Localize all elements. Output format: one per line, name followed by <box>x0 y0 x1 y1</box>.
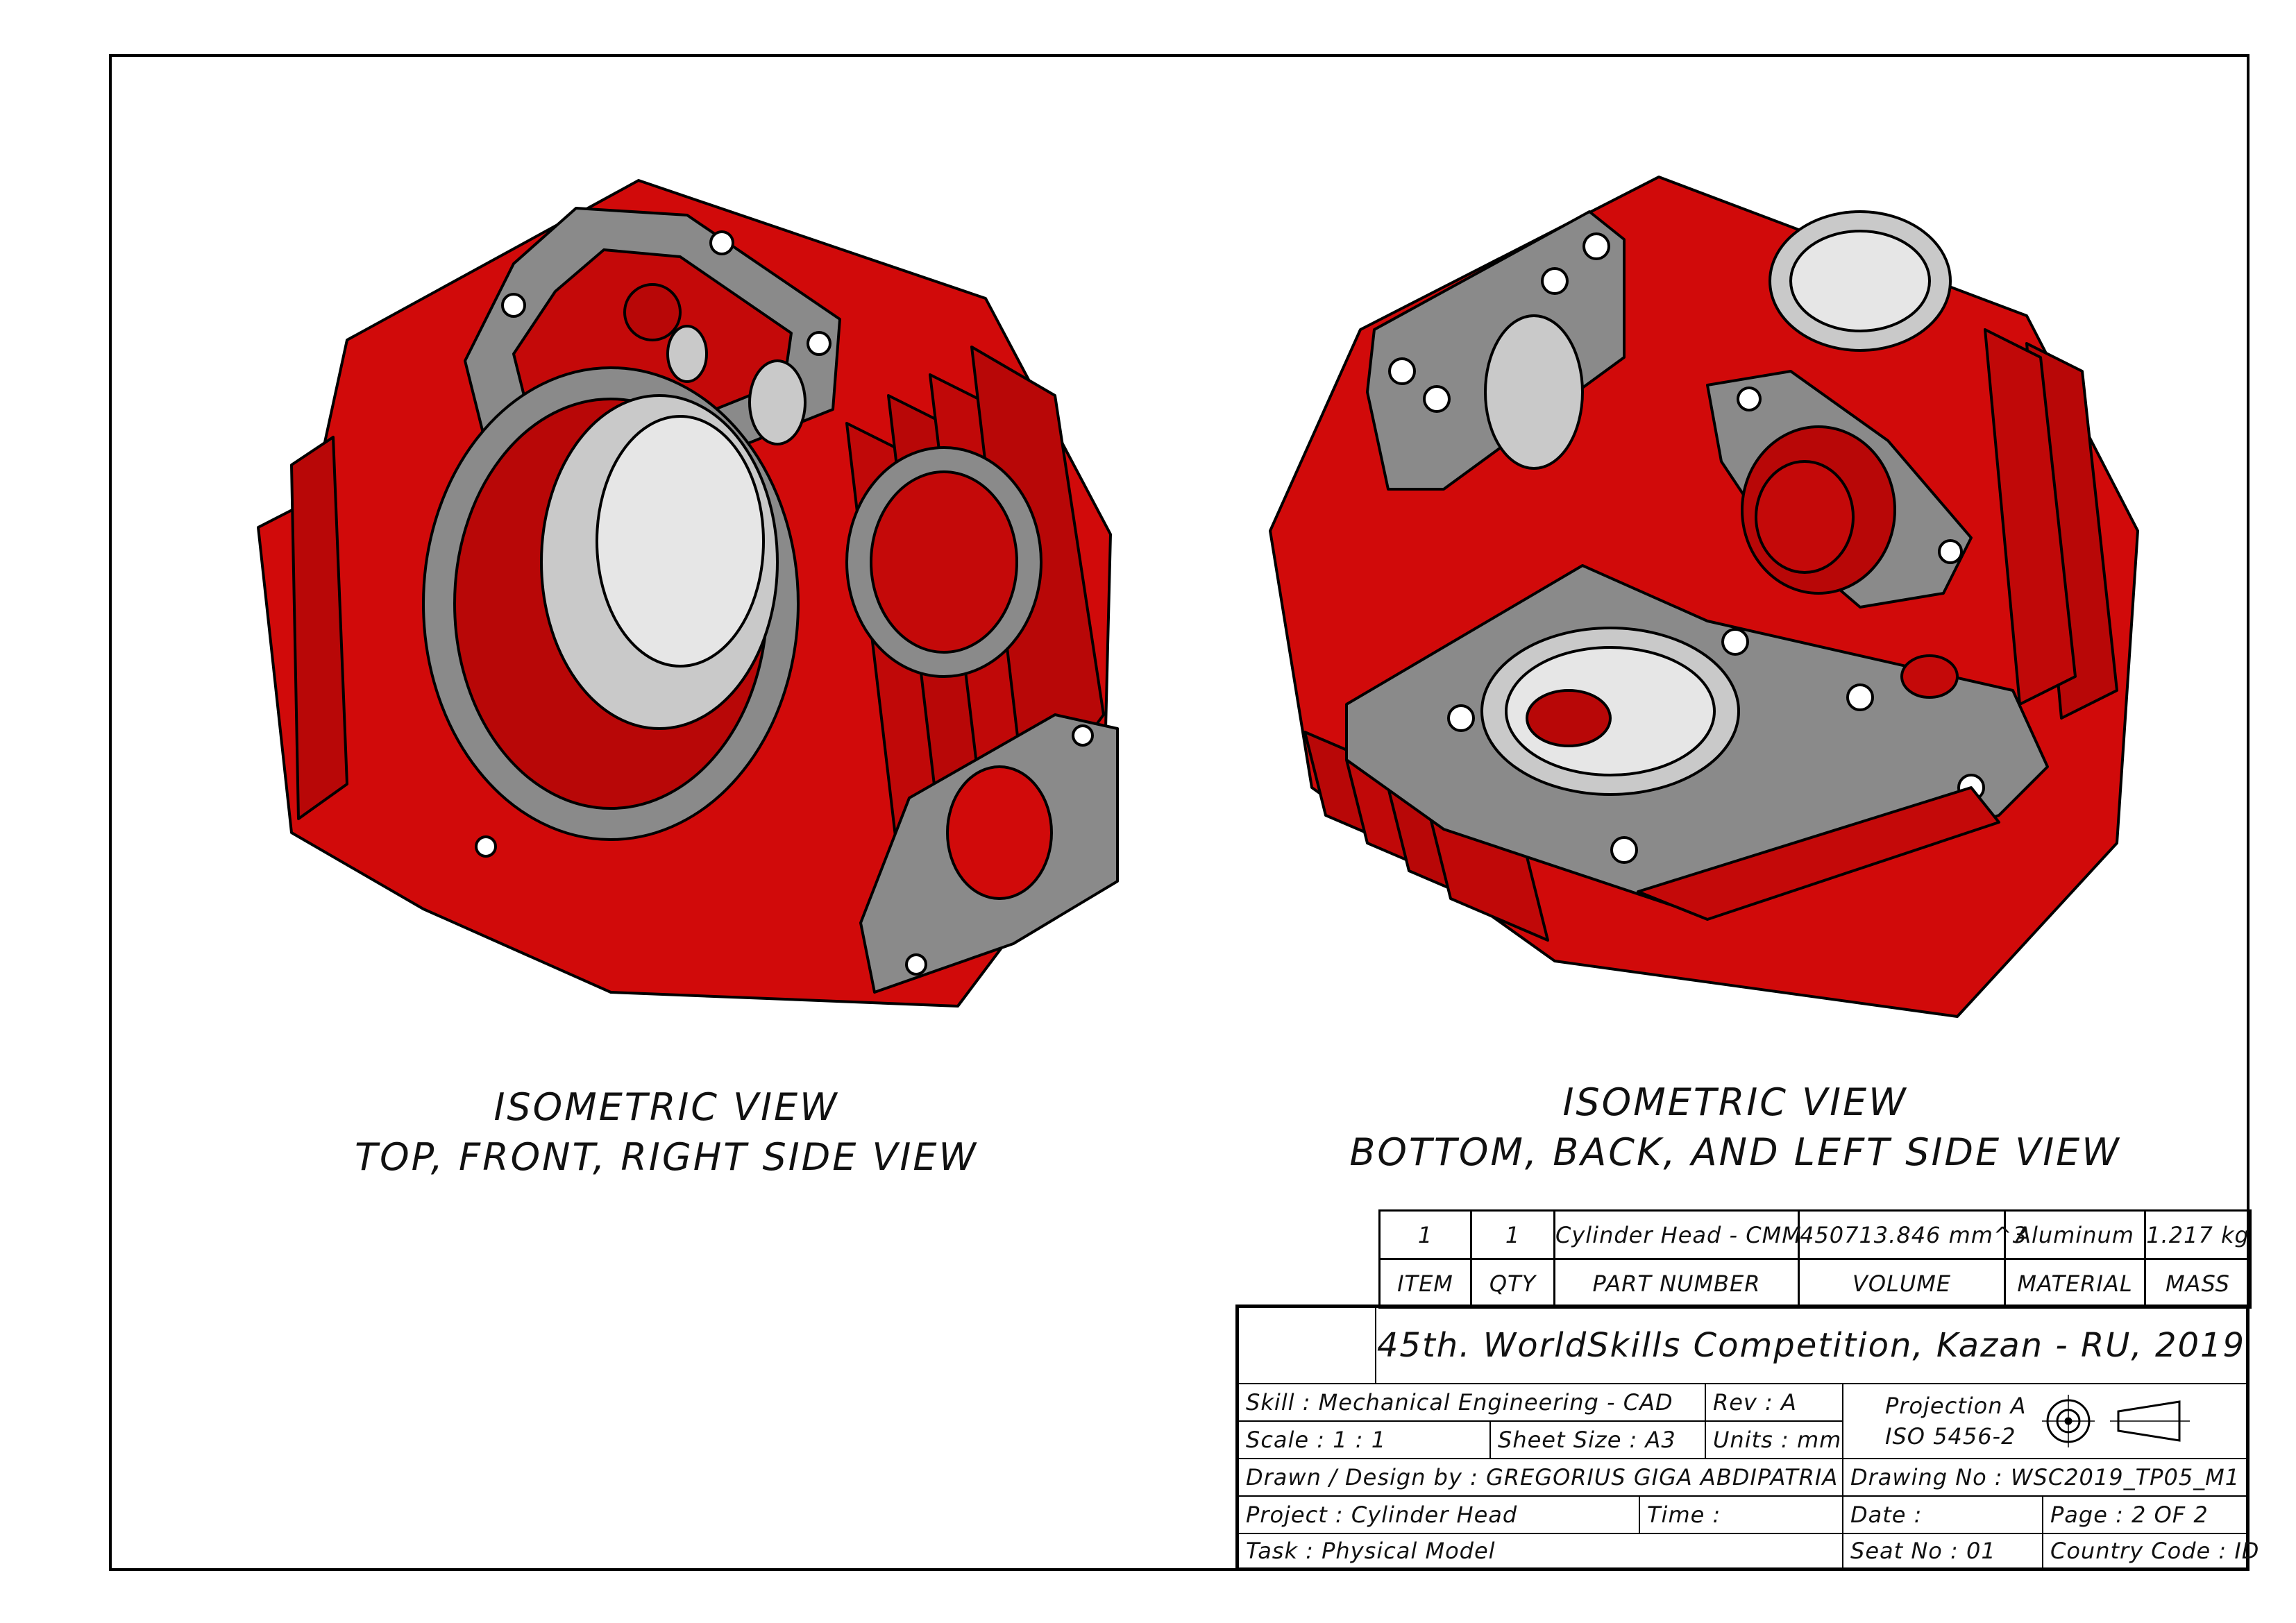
time-field: Time : <box>1639 1495 1843 1534</box>
sheet-size-field: Sheet Size : A3 <box>1489 1420 1706 1459</box>
caption-right-line2: BOTTOM, BACK, AND LEFT SIDE VIEW <box>1349 1130 2121 1174</box>
title-block: 45th. WorldSkills Competition, Kazan - R… <box>1235 1305 2259 1571</box>
drawing-number-field: Drawing No : WSC2019_TP05_M1 <box>1842 1458 2247 1497</box>
bom-data-row: 1 1 Cylinder Head - CMM 450713.846 mm^3 … <box>1378 1209 2252 1260</box>
bom-header-volume: VOLUME <box>1798 1258 2006 1309</box>
bom-header-mass: MASS <box>2144 1258 2252 1309</box>
skill-field: Skill : Mechanical Engineering - CAD <box>1238 1383 1706 1422</box>
isometric-view-bottom-back-left <box>1269 176 2139 1018</box>
projection-field: Projection A ISO 5456-2 <box>1842 1383 2247 1459</box>
scale-field: Scale : 1 : 1 <box>1238 1420 1491 1459</box>
bom-mass: 1.217 kg <box>2144 1209 2252 1260</box>
page-field: Page : 2 OF 2 <box>2042 1495 2247 1534</box>
caption-right-line1: ISOMETRIC VIEW <box>1562 1080 1908 1124</box>
first-angle-projection-symbol <box>2041 1395 2190 1447</box>
caption-left-line1: ISOMETRIC VIEW <box>493 1085 839 1129</box>
isometric-view-top-front-right <box>257 179 1119 1008</box>
projection-label: Projection A <box>1885 1393 2027 1419</box>
bom-header-row: ITEM QTY PART NUMBER VOLUME MATERIAL MAS… <box>1378 1258 2252 1309</box>
country-code-field: Country Code : ID <box>2042 1533 2259 1569</box>
rev-field: Rev : A <box>1705 1383 1843 1422</box>
bom-part-number: Cylinder Head - CMM <box>1553 1209 1801 1260</box>
bom-header-qty: QTY <box>1470 1258 1555 1309</box>
seat-number-field: Seat No : 01 <box>1842 1533 2043 1569</box>
competition-title: 45th. WorldSkills Competition, Kazan - R… <box>1375 1307 2247 1384</box>
bom-volume: 450713.846 mm^3 <box>1798 1209 2027 1260</box>
bom-header-material: MATERIAL <box>2004 1258 2146 1309</box>
task-field: Task : Physical Model <box>1238 1533 1843 1569</box>
project-field: Project : Cylinder Head <box>1238 1495 1640 1534</box>
logo-cell <box>1238 1307 1376 1384</box>
projection-standard: ISO 5456-2 <box>1885 1423 2016 1450</box>
units-field: Units : mm <box>1705 1420 1843 1459</box>
bom-qty: 1 <box>1470 1209 1555 1260</box>
bill-of-materials: 1 1 Cylinder Head - CMM 450713.846 mm^3 … <box>1378 1209 2252 1309</box>
drawn-by-field: Drawn / Design by : GREGORIUS GIGA ABDIP… <box>1238 1458 1843 1497</box>
date-field: Date : <box>1842 1495 2043 1534</box>
bom-header-part-number: PART NUMBER <box>1553 1258 1800 1309</box>
caption-left-view: ISOMETRIC VIEW TOP, FRONT, RIGHT SIDE VI… <box>326 1082 1006 1182</box>
caption-right-view: ISOMETRIC VIEW BOTTOM, BACK, AND LEFT SI… <box>1319 1078 2152 1178</box>
drawing-border <box>109 54 2249 1571</box>
caption-left-line2: TOP, FRONT, RIGHT SIDE VIEW <box>355 1135 978 1179</box>
bom-material: Aluminum <box>2004 1209 2146 1260</box>
bom-item: 1 <box>1378 1209 1472 1260</box>
bom-header-item: ITEM <box>1378 1258 1472 1309</box>
